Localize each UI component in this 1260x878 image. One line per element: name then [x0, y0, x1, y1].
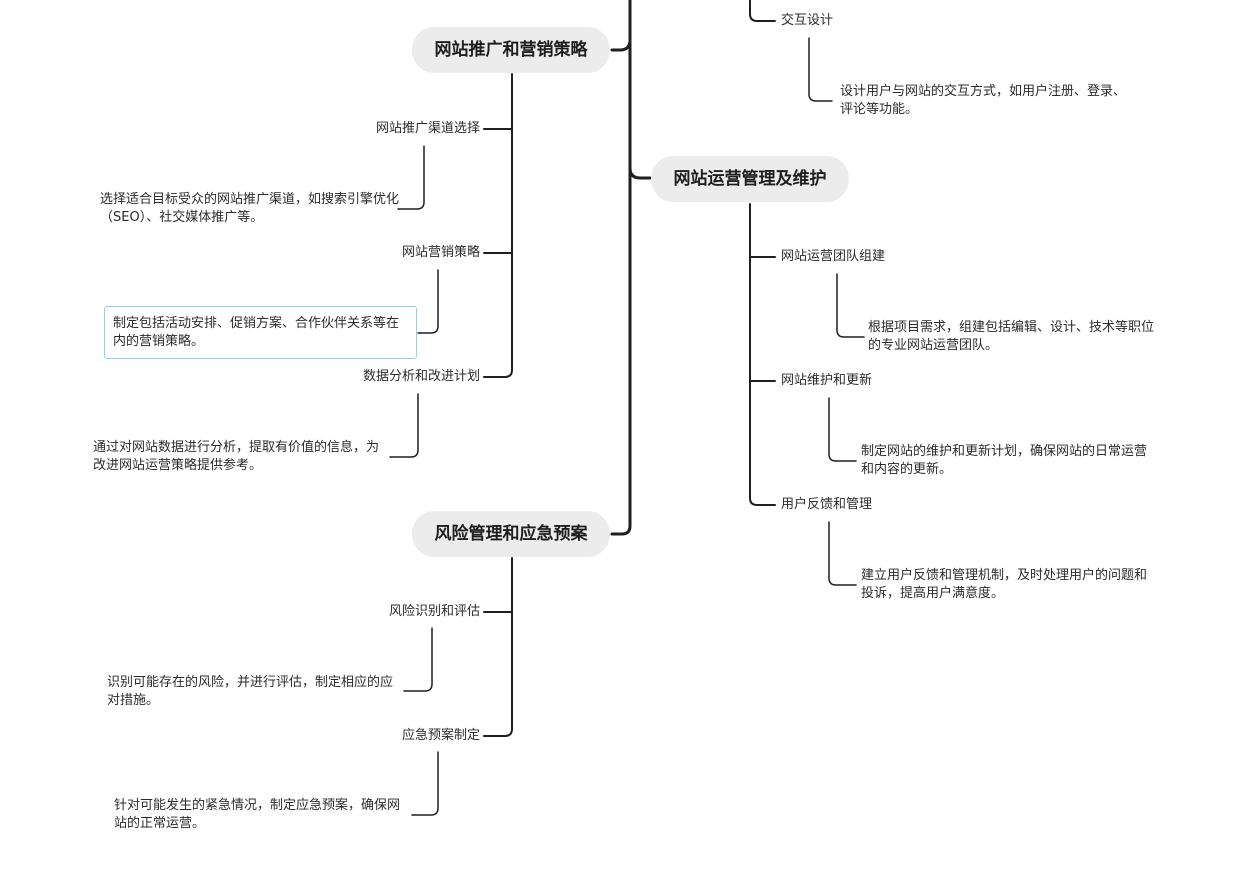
risk-vertical-line — [483, 557, 513, 737]
promotion-vertical-line — [483, 73, 513, 378]
operation-detail1-line — [836, 273, 865, 338]
promotion-detail2-line — [417, 269, 439, 334]
operation-item-3-detail[interactable]: 建立用户反馈和管理机制，及时处理用户的问题和投诉，提高用户满意度。 — [861, 568, 1148, 601]
promotion-detail1-line — [397, 145, 425, 210]
operation-detail2-line — [828, 397, 857, 462]
risk-item-2-label[interactable]: 应急预案制定 — [401, 728, 480, 743]
trunk-to-promotion-line — [610, 38, 632, 52]
design-branch-line — [749, 0, 776, 22]
main-trunk-line — [610, 0, 632, 536]
promotion-item-2-label[interactable]: 网站营销策略 — [401, 245, 480, 260]
design-item-label[interactable]: 交互设计 — [781, 13, 834, 28]
operation-item-2-detail[interactable]: 制定网站的维护和更新计划，确保网站的日常运营和内容的更新。 — [861, 444, 1148, 477]
promotion-item-3-detail[interactable]: 通过对网站数据进行分析，提取有价值的信息，为改进网站运营策略提供参考。 — [93, 440, 380, 473]
operation-item-1-detail[interactable]: 根据项目需求，组建包括编辑、设计、技术等职位的专业网站运营团队。 — [868, 320, 1155, 353]
design-detail-line — [808, 37, 833, 102]
risk-detail1-line — [403, 627, 433, 692]
operation-vertical-line — [749, 203, 776, 506]
operation-item-3-label[interactable]: 用户反馈和管理 — [781, 497, 873, 512]
operation-item-1-label[interactable]: 网站运营团队组建 — [781, 249, 886, 264]
risk-detail2-line — [411, 751, 439, 816]
promotion-item-1-detail[interactable]: 选择适合目标受众的网站推广渠道，如搜索引擎优化（SEO）、社交媒体推广等。 — [100, 192, 400, 225]
topic-risk[interactable]: 风险管理和应急预案 — [412, 511, 610, 557]
trunk-to-operation-line — [628, 166, 652, 180]
operation-item-2-label[interactable]: 网站维护和更新 — [781, 373, 873, 388]
promotion-item-3-label[interactable]: 数据分析和改进计划 — [362, 369, 480, 384]
promotion-item-1-label[interactable]: 网站推广渠道选择 — [375, 121, 480, 136]
risk-item-1-label[interactable]: 风险识别和评估 — [388, 604, 480, 619]
design-item-detail[interactable]: 设计用户与网站的交互方式，如用户注册、登录、评论等功能。 — [840, 84, 1127, 117]
promotion-detail3-line — [389, 393, 419, 458]
risk-item-2-detail[interactable]: 针对可能发生的紧急情况，制定应急预案，确保网站的正常运营。 — [114, 798, 401, 831]
promotion-item-2-detail[interactable]: 制定包括活动安排、促销方案、合作伙伴关系等在内的营销策略。 — [104, 306, 417, 359]
risk-item-1-detail[interactable]: 识别可能存在的风险，并进行评估，制定相应的应对措施。 — [107, 675, 394, 708]
topic-promotion[interactable]: 网站推广和营销策略 — [412, 27, 610, 73]
operation-detail3-line — [828, 521, 857, 586]
topic-operation[interactable]: 网站运营管理及维护 — [651, 156, 849, 202]
